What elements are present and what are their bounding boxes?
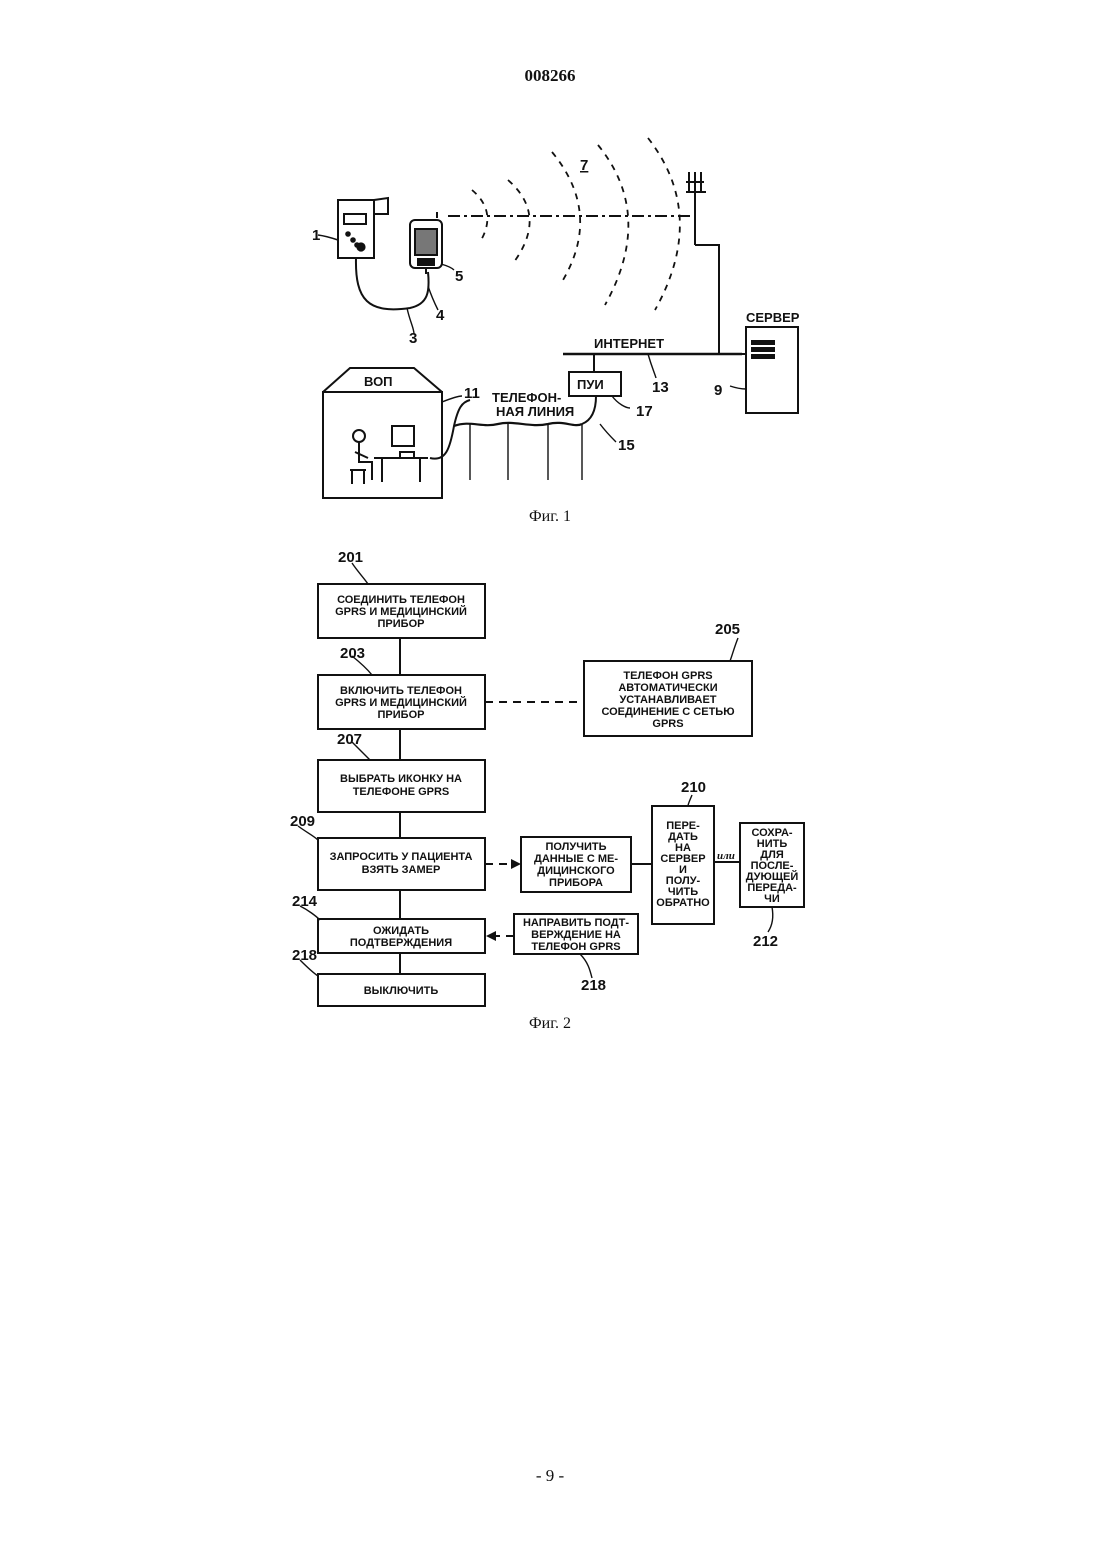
step-218b-line-1: ВЫКЛЮЧИТЬ [364, 985, 439, 997]
step-218a-line-1: НАПРАВИТЬ ПОДТ- [523, 917, 629, 929]
or-label: или [717, 850, 735, 862]
figure-2-caption: Фиг. 2 [0, 1015, 1100, 1033]
step-218a-line-2: ВЕРЖДЕНИЕ НА [531, 929, 621, 941]
step-203-line-2: GPRS И МЕДИЦИНСКИЙ [335, 696, 467, 709]
step-207-line-1: ВЫБРАТЬ ИКОНКУ НА [340, 773, 462, 785]
step-212-line-7: ЧИ [764, 893, 780, 905]
ref-214: 214 [292, 893, 318, 910]
step-209-line-1: ЗАПРОСИТЬ У ПАЦИЕНТА [330, 851, 473, 863]
ref-205: 205 [715, 621, 740, 638]
step-218a-line-3: ТЕЛЕФОН GPRS [531, 941, 620, 953]
step-214-line-2: ПОДТВЕРЖДЕНИЯ [350, 937, 452, 949]
ref-201: 201 [338, 549, 363, 566]
ref-203: 203 [340, 645, 365, 662]
page-number: - 9 - [0, 1466, 1100, 1486]
step-203-line-1: ВКЛЮЧИТЬ ТЕЛЕФОН [340, 685, 462, 697]
ref-212: 212 [753, 933, 778, 950]
step-201-line-1: СОЕДИНИТЬ ТЕЛЕФОН [337, 594, 465, 606]
ref-218-right: 218 [581, 977, 606, 994]
step-get-line-4: ПРИБОРА [549, 877, 603, 889]
step-get-line-3: ДИЦИНСКОГО [537, 865, 615, 877]
step-get-line-2: ДАННЫЕ С МЕ- [534, 853, 618, 865]
step-205-line-4: СОЕДИНЕНИЕ С СЕТЬЮ [601, 706, 734, 718]
step-205-line-3: УСТАНАВЛИВАЕТ [619, 694, 716, 706]
step-210-line-8: ОБРАТНО [656, 897, 710, 909]
ref-209: 209 [290, 813, 315, 830]
step-201-line-2: GPRS И МЕДИЦИНСКИЙ [335, 605, 467, 618]
step-get-line-1: ПОЛУЧИТЬ [545, 841, 606, 853]
step-203-line-3: ПРИБОР [378, 709, 425, 721]
step-205-line-1: ТЕЛЕФОН GPRS [623, 670, 712, 682]
step-214-line-1: ОЖИДАТЬ [373, 925, 429, 937]
ref-210: 210 [681, 779, 706, 796]
step-209-line-2: ВЗЯТЬ ЗАМЕР [362, 864, 441, 876]
ref-218-left: 218 [292, 947, 317, 964]
step-207-line-2: ТЕЛЕФОНЕ GPRS [353, 786, 450, 798]
step-205-line-2: АВТОМАТИЧЕСКИ [618, 682, 717, 694]
ref-207: 207 [337, 731, 362, 748]
step-201-line-3: ПРИБОР [378, 618, 425, 630]
step-205-line-5: GPRS [652, 718, 683, 730]
